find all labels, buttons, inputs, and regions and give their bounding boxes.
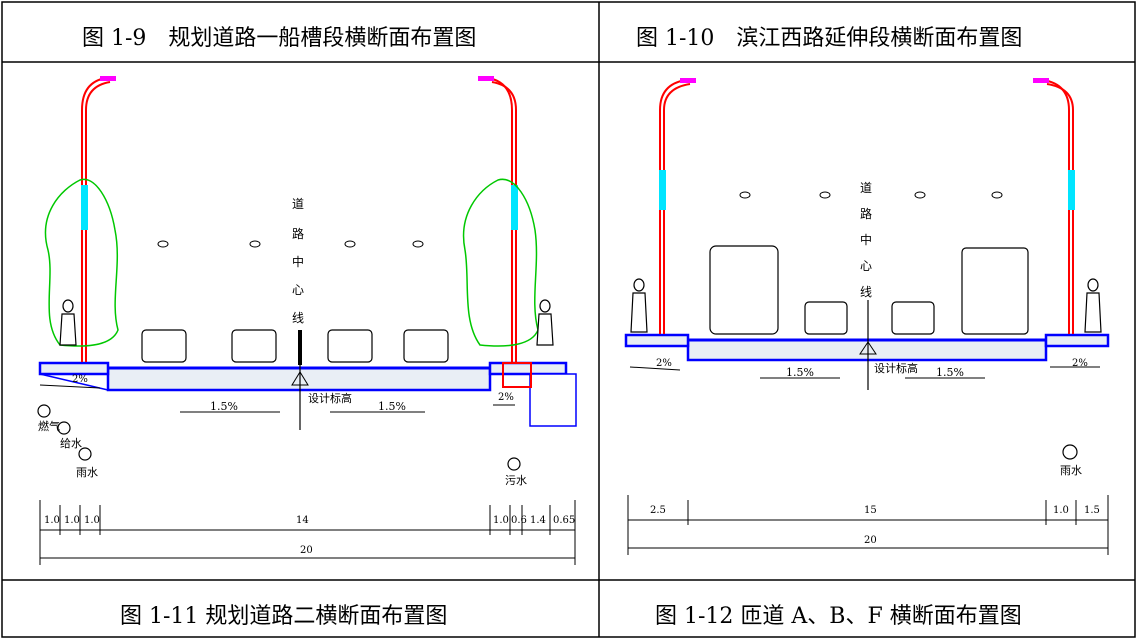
left-slope-arrows [39, 384, 515, 413]
left-utility-symbols [37, 404, 521, 471]
right-lamp-cyan [659, 170, 1075, 210]
truck [961, 247, 1029, 335]
left-dim-total: 20 [300, 545, 313, 556]
right-dim-4: 1.5 [1084, 505, 1100, 516]
caption-fig-1-9: 图 1-9 规划道路一船槽段横断面布置图 [82, 26, 477, 51]
caption-fig-1-11: 图 1-11 规划道路二横断面布置图 [120, 604, 448, 629]
left-center-label-3: 中 [292, 254, 304, 269]
rain-icon [1062, 444, 1078, 460]
left-lane-markers [157, 240, 424, 248]
left-cars [141, 329, 449, 363]
right-dim-1: 2.5 [650, 505, 666, 516]
left-dim-7: 1.4 [530, 515, 546, 526]
left-dim-8: 0.65 [553, 515, 575, 526]
left-dim-5: 1.0 [493, 515, 509, 526]
right-lane-markers [739, 191, 1003, 199]
right-slope-left: 1.5% [786, 366, 814, 379]
right-center-label-4: 心 [860, 259, 872, 273]
left-dim-3: 1.0 [84, 515, 100, 526]
left-design-elevation: 设计标高 [308, 391, 352, 405]
caption-fig-1-10: 图 1-10 滨江西路延伸段横断面布置图 [636, 26, 1023, 51]
left-side-slope-left: 2% [72, 374, 88, 385]
left-center-label-1: 道 [292, 197, 304, 211]
right-vehicles [709, 245, 1029, 335]
left-cross-section [37, 76, 577, 565]
bus [709, 245, 779, 335]
right-slope-right: 1.5% [936, 366, 964, 379]
water-supply-label: 给水 [60, 437, 82, 450]
right-center-label-3: 中 [860, 232, 872, 247]
right-dim-2: 15 [864, 505, 877, 516]
right-lamp-heads [680, 78, 1049, 83]
rain-icon [78, 447, 92, 461]
sewage-icon [507, 457, 521, 471]
left-pedestrians [59, 299, 554, 346]
left-dim-4: 14 [296, 515, 309, 526]
left-utility-box [529, 373, 577, 427]
left-center-label-4: 心 [292, 283, 304, 297]
left-dimension-lines [39, 500, 576, 565]
left-center-label-2: 路 [292, 226, 304, 241]
gas-icon [37, 404, 51, 418]
right-dim-total: 20 [864, 535, 877, 546]
right-center-label-2: 路 [860, 206, 872, 221]
left-slope-right: 1.5% [378, 400, 406, 413]
right-center-label-5: 线 [860, 285, 872, 299]
right-slope-arrows [629, 366, 1100, 379]
rain-label-left: 雨水 [76, 466, 98, 479]
right-side-slope-right: 2% [1072, 358, 1088, 369]
right-pedestrians [630, 278, 1102, 333]
left-lamp-heads [100, 76, 494, 81]
right-side-slope-left: 2% [656, 358, 672, 369]
right-dim-3: 1.0 [1053, 505, 1069, 516]
left-dim-1: 1.0 [44, 515, 60, 526]
left-slope-left: 1.5% [210, 400, 238, 413]
rain-label-right: 雨水 [1060, 464, 1082, 477]
water-supply-icon [57, 421, 71, 435]
left-dim-2: 1.0 [64, 515, 80, 526]
left-center-label-5: 线 [292, 311, 304, 325]
right-dimension-lines [627, 495, 1109, 555]
right-center-label-1: 道 [860, 181, 872, 195]
left-lamp-cyan [81, 185, 518, 230]
gas-label: 燃气 [38, 419, 60, 433]
right-cross-section [624, 78, 1110, 555]
left-dim-6: 0.6 [511, 515, 527, 526]
sewage-label: 污水 [505, 474, 527, 487]
right-design-elevation: 设计标高 [874, 361, 918, 375]
left-side-slope-right: 2% [498, 392, 514, 403]
caption-fig-1-12: 图 1-12 匝道 A、B、F 横断面布置图 [655, 604, 1022, 629]
